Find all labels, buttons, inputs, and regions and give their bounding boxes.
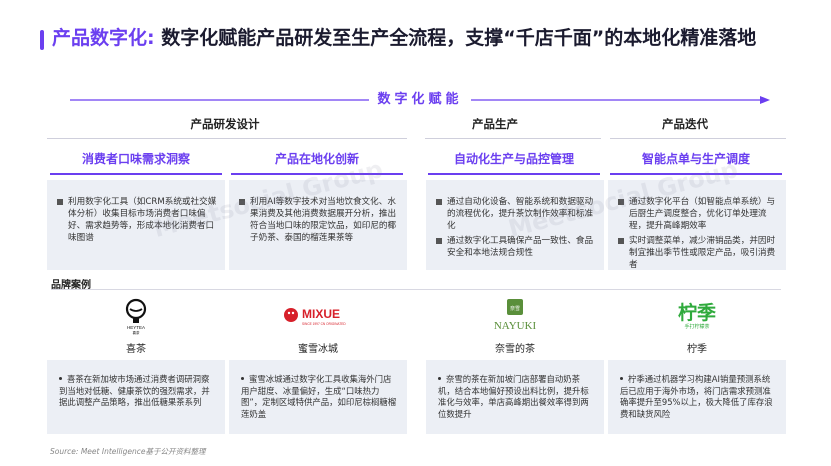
banner-label: 数字化赋能 (369, 92, 471, 107)
case-heytea: 喜茶在新加坡市场通过消费者调研洞察到当地对低糖、健康茶饮的强烈需求，并据此调整产… (47, 360, 225, 434)
case-ningji: 柠季通过机器学习构建AI销量预测系统后已应用于海外市场，将门店需求预测准确率提升… (608, 360, 786, 434)
phase-divider-production (425, 138, 601, 139)
column-head-1: 消费者口味需求洞察 (50, 149, 222, 175)
heytea-cn: 喜茶 (133, 330, 140, 335)
title-accent: 产品数字化: (52, 27, 155, 49)
nayuki-logo: 奈雪 NAYUKI (455, 297, 575, 335)
ningji-logo: 柠季 手打柠檬茶 (637, 297, 757, 335)
phase-divider-iteration (610, 138, 786, 139)
phase-rd: 产品研发设计 (190, 117, 260, 131)
nayuki-logo-icon: 奈雪 NAYUKI (494, 299, 537, 332)
mixue-wordmark: MIXUE (302, 307, 340, 321)
phase-iteration: 产品迭代 (662, 117, 708, 131)
digital-banner: 数字化赋能 (70, 92, 770, 107)
card-bullet: 通过数字化工具确保产品一致性、食品安全和本地法规合规性 (436, 235, 596, 259)
card-4: 通过数字化平台（如智能点单系统）与后厨生产调度整合，优化订单处理流程，提升高峰期… (608, 180, 786, 270)
heytea-logo: HEYTEA 喜茶 (76, 297, 196, 335)
card-bullet: 利用数字化工具（如CRM系统或社交媒体分析）收集目标市场消费者口味偏好、需求趋势… (57, 196, 217, 244)
mixue-subline: SINCE 1997 CN ORIGINATED (302, 322, 346, 326)
heytea-logo-icon: HEYTEA 喜茶 (125, 298, 147, 335)
column-head-2: 产品在地化创新 (231, 149, 403, 175)
phase-divider-rd (47, 138, 407, 139)
ningji-subline: 手打柠檬茶 (684, 323, 709, 330)
card-bullet: 实时调整菜单，减少滞销品类，并因时制宜推出季节性或限定产品，吸引消费者 (618, 235, 778, 271)
brand-name-nayuki: 奈雪的茶 (495, 344, 535, 355)
title-accent-bar (40, 30, 44, 50)
brand-case-heading: 品牌案例 (51, 280, 91, 291)
nayuki-wordmark: NAYUKI (494, 320, 537, 332)
card-1: 利用数字化工具（如CRM系统或社交媒体分析）收集目标市场消费者口味偏好、需求趋势… (47, 180, 225, 270)
card-bullet: 利用AI等数字技术对当地饮食文化、水果消费及其他消费数据展开分析，推出符合当地口… (239, 196, 399, 244)
ningji-logo-icon: 柠季 手打柠檬茶 (678, 301, 716, 330)
column-head-4: 智能点单与生产调度 (610, 149, 782, 175)
card-3: 通过自动化设备、智能系统和数据驱动的流程优化，提升茶饮制作效率和标准化 通过数字… (426, 180, 604, 270)
case-mixue: 蜜雪冰城通过数字化工具收集海外门店用户甜度、冰量偏好，生成“口味热力图”，定制区… (229, 360, 407, 434)
brand-name-ningji: 柠季 (687, 344, 707, 355)
card-bullet: 通过自动化设备、智能系统和数据驱动的流程优化，提升茶饮制作效率和标准化 (436, 196, 596, 232)
brand-name-heytea: 喜茶 (126, 344, 146, 355)
nayuki-mark: 奈雪 (510, 305, 520, 312)
mixue-logo-icon: MIXUE SINCE 1997 CN ORIGINATED (284, 307, 346, 326)
case-nayuki: 奈雪的茶在新加坡门店部署自动奶茶机，结合本地偏好预设出料比例，提升标准化与效率，… (426, 360, 604, 434)
brand-name-mixue: 蜜雪冰城 (298, 344, 338, 355)
heytea-wordmark: HEYTEA (127, 325, 145, 330)
card-bullet: 通过数字化平台（如智能点单系统）与后厨生产调度整合，优化订单处理流程，提升高峰期… (618, 196, 778, 232)
brand-divider (51, 289, 781, 290)
phase-production: 产品生产 (472, 117, 518, 131)
ningji-wordmark: 柠季 (678, 301, 716, 324)
page-title: 产品数字化: 数字化赋能产品研发至生产全流程，支撑“千店千面”的本地化精准落地 (52, 24, 812, 52)
source-note: Source: Meet Intelligence基于公开资料整理 (50, 447, 206, 456)
column-head-3: 自动化生产与品控管理 (428, 149, 600, 175)
mixue-logo: MIXUE SINCE 1997 CN ORIGINATED (258, 297, 378, 335)
title-main: 数字化赋能产品研发至生产全流程，支撑“千店千面”的本地化精准落地 (154, 27, 757, 49)
card-2: 利用AI等数字技术对当地饮食文化、水果消费及其他消费数据展开分析，推出符合当地口… (229, 180, 407, 270)
